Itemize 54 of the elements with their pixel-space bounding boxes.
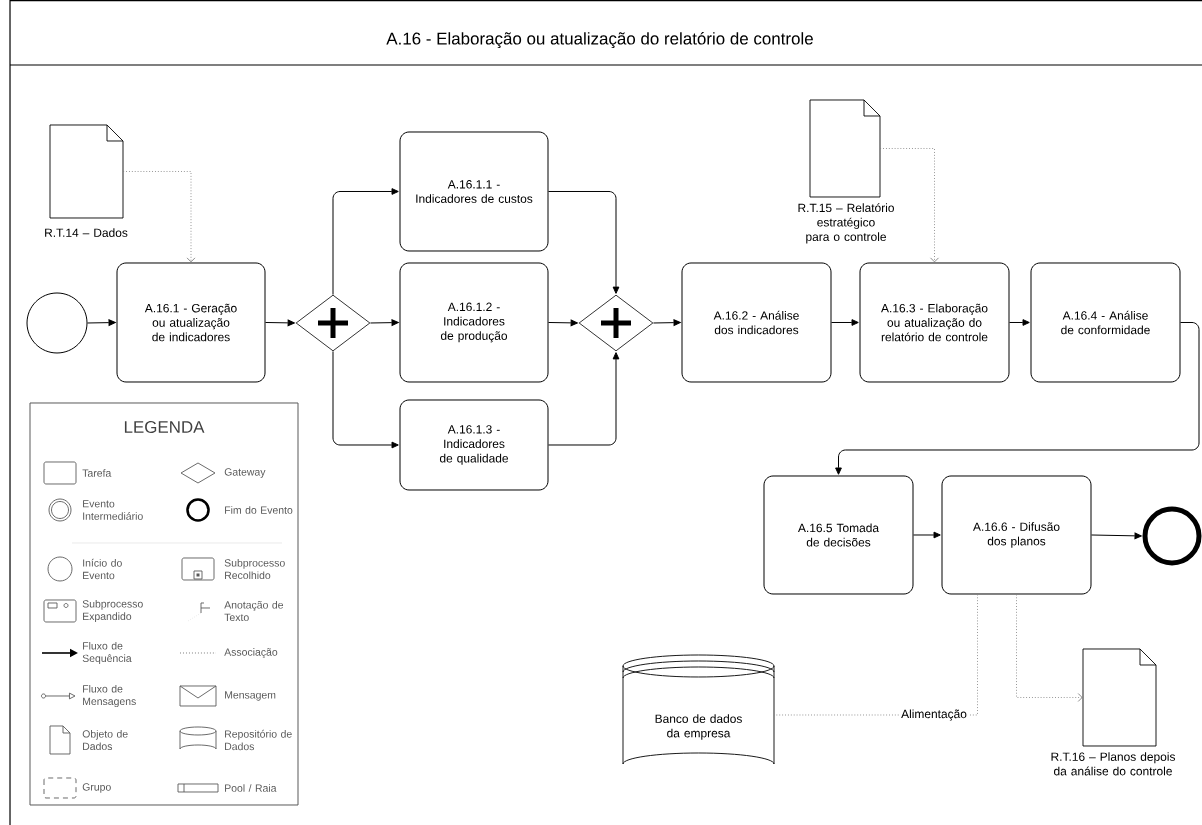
sequence-arrow (548, 352, 620, 446)
sequence-arrow (332, 188, 399, 296)
start-event (26, 292, 88, 354)
task-box: A.16.4 - Análise de conformidade (1030, 262, 1181, 383)
task-box: A.16.1 - Geração ou atualização de indicadores (116, 262, 266, 383)
legend-text: Fim do Evento (225, 506, 293, 514)
end-event (1142, 506, 1202, 566)
data-object: R.T.15 – Relatório estratégico para o controle (798, 99, 894, 244)
legend-text: Subprocesso Recolhido (224, 558, 285, 580)
task-box: A.16.3 - Elaboração ou atualização do relatório de controle (859, 262, 1010, 383)
task-box: A.16.2 - Análise dos indicadores (681, 262, 832, 383)
sequence-arrow (652, 319, 681, 326)
legend-text: Início do Evento (83, 558, 122, 580)
association-line (879, 148, 939, 263)
sequence-arrow (1091, 532, 1142, 540)
edge-label: Alimentação (900, 708, 968, 722)
sequence-arrow (265, 319, 295, 327)
title: A.16 - Elaboração ou atualização do relatório de controle (386, 31, 813, 49)
legend-text: Gateway (224, 468, 266, 478)
association-line (122, 171, 196, 263)
data-object: R.T.14 – Dados (45, 124, 128, 237)
parallel-gateway (295, 294, 371, 352)
node-label: Banco de dados da empresa (655, 714, 742, 740)
legend-title: LEGENDA (124, 421, 205, 433)
legend-text: Fluxo de Sequência (82, 641, 132, 665)
task-box: A.16.5 Tomada de decisões (763, 475, 914, 595)
task-box: A.16.1.3 - Indicadores de qualidade (399, 399, 549, 491)
data-store: Banco de dados da empresa (622, 654, 775, 765)
sequence-arrow (913, 531, 941, 539)
sequence-arrow (831, 319, 859, 326)
task-box: A.16.1.1 - Indicadores de custos (399, 131, 549, 252)
sequence-arrow (835, 322, 1200, 475)
sequence-arrow (548, 191, 620, 294)
sequence-arrow (548, 319, 578, 327)
sequence-arrow (332, 350, 399, 449)
sequence-arrow (1009, 319, 1030, 326)
legend-text: Pool / Raia (225, 784, 277, 792)
legend-text: Tarefa (82, 469, 112, 477)
data-object: R.T.16 – Planos depois da análise do controle (1051, 648, 1175, 776)
legend-text: Evento Intermediário (83, 500, 143, 520)
legend-text: Mensagem (225, 691, 276, 701)
parallel-gateway (578, 294, 654, 352)
sequence-arrow (369, 319, 399, 326)
association-line (1016, 594, 1083, 702)
legend-text: Anotação de Texto (224, 600, 284, 622)
task-box: A.16.1.2 - Indicadores de produção (399, 262, 549, 383)
legend-text: Associação (224, 648, 278, 658)
legend-text: Grupo (82, 783, 111, 793)
legend-text: Objeto de Dados (82, 729, 128, 751)
sequence-arrow (87, 319, 116, 326)
legend-text: Subprocesso Expandido (82, 599, 143, 623)
task-box: A.16.6 - Difusão dos planos (941, 475, 1092, 595)
legend-text: Repositório de Dados (225, 729, 292, 751)
legend-text: Fluxo de Mensagens (83, 684, 136, 708)
